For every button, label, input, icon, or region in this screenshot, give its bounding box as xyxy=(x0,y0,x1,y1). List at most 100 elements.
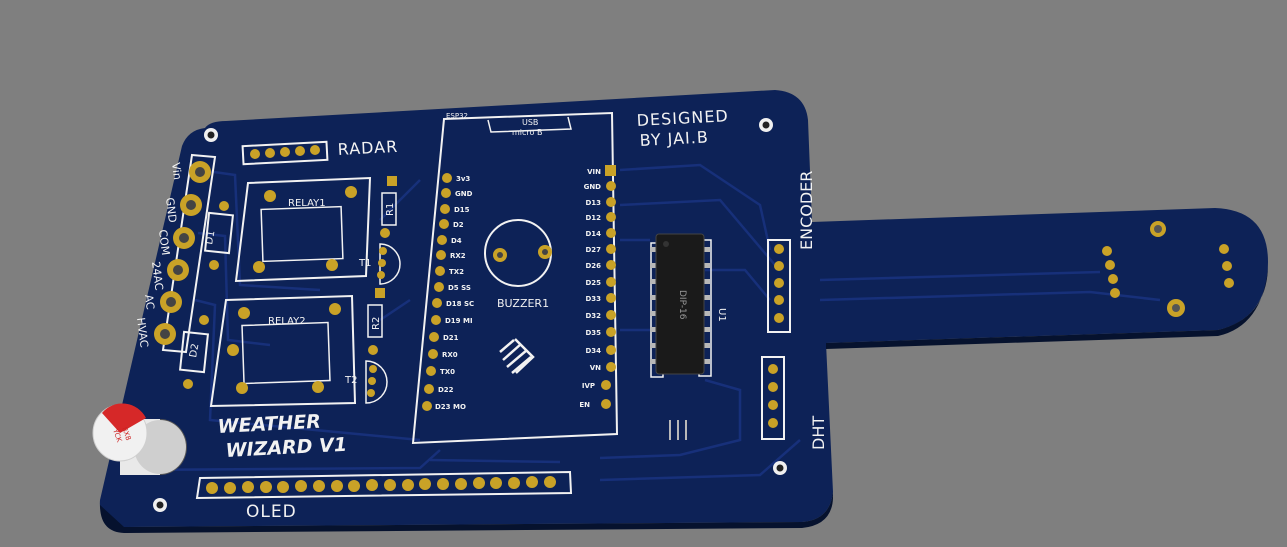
ic-u1: DIP-16 U1 xyxy=(650,233,727,440)
esp32-left-pin: D15 xyxy=(440,204,470,214)
relay1-label: RELAY1 xyxy=(288,198,326,209)
designer-label-line2: BY JAI.B xyxy=(639,127,709,150)
svg-text:VIN: VIN xyxy=(587,168,601,176)
svg-text:D5 SS: D5 SS xyxy=(448,284,471,292)
esp32-right-pin: D26 xyxy=(585,260,616,270)
board-title-line1: WEATHER xyxy=(217,411,321,438)
svg-text:EN: EN xyxy=(579,401,590,409)
terminal-label-vin: Vin xyxy=(169,162,184,181)
esp32-left-pin: D21 xyxy=(429,332,459,342)
ic-marking: DIP-16 xyxy=(677,290,687,320)
resistor-r2: R2 xyxy=(367,288,385,355)
terminal-label-hvac: HVAC xyxy=(134,317,151,349)
diode-d1: D1 xyxy=(203,201,235,270)
svg-text:D19 MI: D19 MI xyxy=(445,317,473,325)
svg-text:D2: D2 xyxy=(453,221,464,229)
svg-text:D15: D15 xyxy=(454,206,470,214)
mounting-holes xyxy=(153,118,787,512)
esp32-right-pin: D13 xyxy=(585,197,616,207)
svg-text:D4: D4 xyxy=(451,237,462,245)
esp32-right-pin: D33 xyxy=(585,293,616,303)
esp32-right-pin: GND xyxy=(584,181,616,191)
esp32-left-pin: D2 xyxy=(439,219,464,229)
relay-2: RELAY2 xyxy=(209,294,357,408)
esp32-left-pin: RX2 xyxy=(436,250,466,260)
copper-traces xyxy=(119,163,1161,482)
svg-text:GND: GND xyxy=(455,190,473,198)
d2-label: D2 xyxy=(188,343,201,359)
svg-text:GND: GND xyxy=(584,183,602,191)
esp32-right-pin: D27 xyxy=(585,244,616,254)
svg-text:D22: D22 xyxy=(438,386,454,394)
resistor-r1: R1 xyxy=(380,176,397,238)
esp32-module: ESP32 USB micro B xyxy=(411,111,619,445)
svg-text:3v3: 3v3 xyxy=(456,175,470,183)
esp32-left-pin: D22 xyxy=(424,384,454,394)
esp32-label: ESP32 xyxy=(446,112,468,120)
esp32-right-pin: D12 xyxy=(585,212,616,222)
svg-text:D26: D26 xyxy=(585,262,601,270)
esp32-left-pin: TX2 xyxy=(435,266,464,276)
t2-label: T2 xyxy=(344,375,357,386)
svg-text:TX0: TX0 xyxy=(440,368,455,376)
esp32-left-pin: D5 SS xyxy=(434,282,471,292)
u1-label: U1 xyxy=(716,308,727,322)
svg-text:D18 SC: D18 SC xyxy=(446,300,474,308)
dht-label: DHT xyxy=(809,416,828,450)
esp32-left-pin: GND xyxy=(441,188,473,198)
svg-text:D32: D32 xyxy=(585,312,601,320)
terminal-label-ac: AC xyxy=(142,294,157,311)
encoder-footprint xyxy=(1102,221,1234,317)
terminal-label-com: COM xyxy=(156,229,172,256)
encoder-label: ENCODER xyxy=(797,171,816,250)
d1-label: D1 xyxy=(204,230,217,246)
svg-text:D35: D35 xyxy=(585,329,601,337)
esp32-right-pin: VN xyxy=(590,362,616,372)
svg-text:D27: D27 xyxy=(585,246,601,254)
esp32-left-pin: RX0 xyxy=(428,349,458,359)
encoder-header: ENCODER xyxy=(767,171,816,333)
espressif-logo-icon xyxy=(499,338,535,374)
svg-text:D14: D14 xyxy=(585,230,601,238)
esp32-right-pin: EN xyxy=(579,399,611,409)
svg-text:D13: D13 xyxy=(585,199,601,207)
usb-label: USB xyxy=(522,118,538,127)
relay2-label: RELAY2 xyxy=(268,316,306,327)
esp32-right-pin: D25 xyxy=(585,277,616,287)
terminal-label-gnd: GND xyxy=(163,197,179,224)
r2-label: R2 xyxy=(371,317,382,330)
svg-text:RX2: RX2 xyxy=(450,252,466,260)
terminal-labels: Vin GND COM 24AC AC HVAC xyxy=(134,162,184,349)
svg-text:D34: D34 xyxy=(585,347,601,355)
diode-d2: D2 xyxy=(178,315,210,389)
svg-text:D21: D21 xyxy=(443,334,459,342)
esp32-left-pin: D4 xyxy=(437,235,462,245)
pcb-edge xyxy=(100,492,833,533)
svg-text:D12: D12 xyxy=(585,214,601,222)
designer-label-line1: DESIGNED xyxy=(636,106,729,130)
svg-text:TX2: TX2 xyxy=(449,268,464,276)
radar-label: RADAR xyxy=(337,137,398,159)
dht-header: DHT xyxy=(761,356,828,450)
esp32-right-pin-column: VIN GND D13 D12 D14 D27 D26 D25 D33 D32 … xyxy=(579,165,616,409)
oled-header: OLED xyxy=(195,470,573,522)
esp32-right-pin: IVP xyxy=(582,380,611,390)
svg-text:D33: D33 xyxy=(585,295,601,303)
esp32-left-pin: D18 SC xyxy=(432,298,474,308)
transistor-t1: T1 xyxy=(358,243,401,285)
esp32-right-pin: D35 xyxy=(585,327,616,337)
transistor-t2: T2 xyxy=(344,360,388,404)
esp32-left-pin: D19 MI xyxy=(431,315,473,325)
svg-text:VN: VN xyxy=(590,364,601,372)
power-terminal-block xyxy=(154,153,217,354)
oled-label: OLED xyxy=(246,502,297,522)
esp32-right-pin: D32 xyxy=(585,310,616,320)
esp32-left-pin: D23 MO xyxy=(422,401,466,411)
usb-type-label: micro B xyxy=(512,128,542,137)
esp32-left-pin-column: 3v3 GND D15 D2 D4 RX2 TX2 D5 SS D18 SC D… xyxy=(422,173,474,411)
t1-label: T1 xyxy=(358,258,371,269)
svg-text:D25: D25 xyxy=(585,279,601,287)
svg-text:IVP: IVP xyxy=(582,382,595,390)
esp32-right-pin: VIN xyxy=(587,165,616,176)
